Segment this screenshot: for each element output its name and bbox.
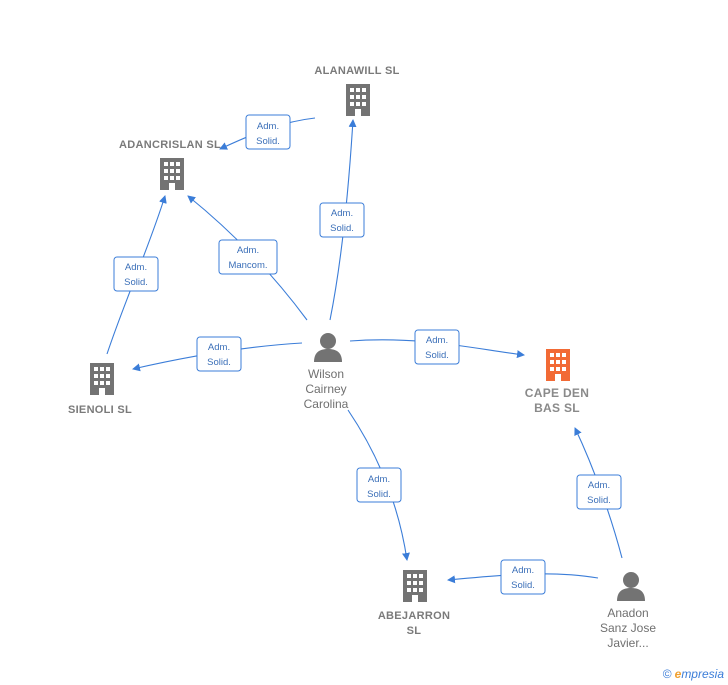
- svg-text:SIENOLI SL: SIENOLI SL: [68, 404, 132, 416]
- edges: [106, 117, 623, 584]
- svg-text:Adm.: Adm.: [426, 335, 448, 346]
- svg-text:Adm.: Adm.: [208, 342, 230, 353]
- edge-label-wilson-sienoli[interactable]: Adm. Solid.: [196, 336, 242, 372]
- svg-text:Carolina: Carolina: [304, 397, 349, 411]
- node-alanawill[interactable]: ALANAWILL SL: [314, 65, 399, 116]
- building-icon: [403, 570, 427, 602]
- svg-text:Adm.: Adm.: [331, 208, 353, 219]
- svg-text:Solid.: Solid.: [124, 277, 148, 288]
- node-cape-den-bas[interactable]: CAPE DEN BAS SL: [525, 349, 589, 415]
- node-abejarron[interactable]: ABEJARRON SL: [378, 570, 450, 637]
- svg-text:Solid.: Solid.: [425, 350, 449, 361]
- person-icon: [314, 333, 342, 362]
- svg-text:Solid.: Solid.: [207, 357, 231, 368]
- brand-logo-text: mpresia: [681, 667, 724, 681]
- edge-label-wilson-abejarron[interactable]: Adm. Solid.: [356, 467, 402, 503]
- node-sienoli[interactable]: SIENOLI SL: [68, 363, 132, 416]
- svg-text:BAS SL: BAS SL: [534, 401, 580, 415]
- person-icon: [617, 572, 645, 601]
- building-icon: [160, 158, 184, 190]
- svg-text:Cairney: Cairney: [305, 382, 346, 396]
- edge-label-wilson-alanawill[interactable]: Adm. Solid.: [319, 202, 365, 238]
- svg-text:Solid.: Solid.: [587, 495, 611, 506]
- svg-text:CAPE DEN: CAPE DEN: [525, 386, 589, 400]
- building-icon: [346, 84, 370, 116]
- svg-text:Solid.: Solid.: [330, 223, 354, 234]
- svg-text:Adm.: Adm.: [125, 262, 147, 273]
- edge-label-anadon-cape[interactable]: Adm. Solid.: [576, 474, 622, 510]
- copyright-icon: ©: [662, 667, 672, 681]
- brand-footer: ©empresia: [663, 667, 724, 681]
- svg-text:Anadon: Anadon: [607, 606, 648, 620]
- node-wilson[interactable]: Wilson Cairney Carolina: [304, 333, 349, 411]
- svg-text:Javier...: Javier...: [607, 636, 648, 650]
- svg-text:Mancom.: Mancom.: [228, 260, 267, 271]
- svg-text:Adm.: Adm.: [237, 245, 259, 256]
- node-anadon[interactable]: Anadon Sanz Jose Javier...: [600, 572, 656, 650]
- building-icon: [546, 349, 570, 381]
- brand-logo-initial: e: [674, 667, 682, 681]
- node-adancrislan[interactable]: ADANCRISLAN SL: [119, 139, 221, 190]
- svg-text:Adm.: Adm.: [588, 480, 610, 491]
- svg-text:ALANAWILL SL: ALANAWILL SL: [314, 65, 399, 77]
- svg-text:Adm.: Adm.: [368, 474, 390, 485]
- edge-label-wilson-adancrislan[interactable]: Adm. Mancom.: [218, 239, 278, 275]
- svg-text:Sanz Jose: Sanz Jose: [600, 621, 656, 635]
- svg-text:Adm.: Adm.: [257, 121, 279, 132]
- edge-label-wilson-cape[interactable]: Adm. Solid.: [414, 329, 460, 365]
- svg-text:ADANCRISLAN SL: ADANCRISLAN SL: [119, 139, 221, 151]
- edge-labels: Adm. Solid. Adm. Solid. Adm. Mancom. Adm…: [113, 114, 622, 595]
- edge-label-anadon-abejarron[interactable]: Adm. Solid.: [500, 559, 546, 595]
- edge-label-sienoli-adancrislan[interactable]: Adm. Solid.: [113, 256, 159, 292]
- edge-label-alanawill-adancrislan[interactable]: Adm. Solid.: [245, 114, 291, 150]
- svg-text:Solid.: Solid.: [367, 489, 391, 500]
- svg-text:Solid.: Solid.: [256, 136, 280, 147]
- svg-text:Adm.: Adm.: [512, 565, 534, 576]
- building-icon: [90, 363, 114, 395]
- svg-text:Wilson: Wilson: [308, 367, 344, 381]
- svg-text:ABEJARRON: ABEJARRON: [378, 610, 450, 622]
- svg-text:Solid.: Solid.: [511, 580, 535, 591]
- svg-text:SL: SL: [407, 625, 422, 637]
